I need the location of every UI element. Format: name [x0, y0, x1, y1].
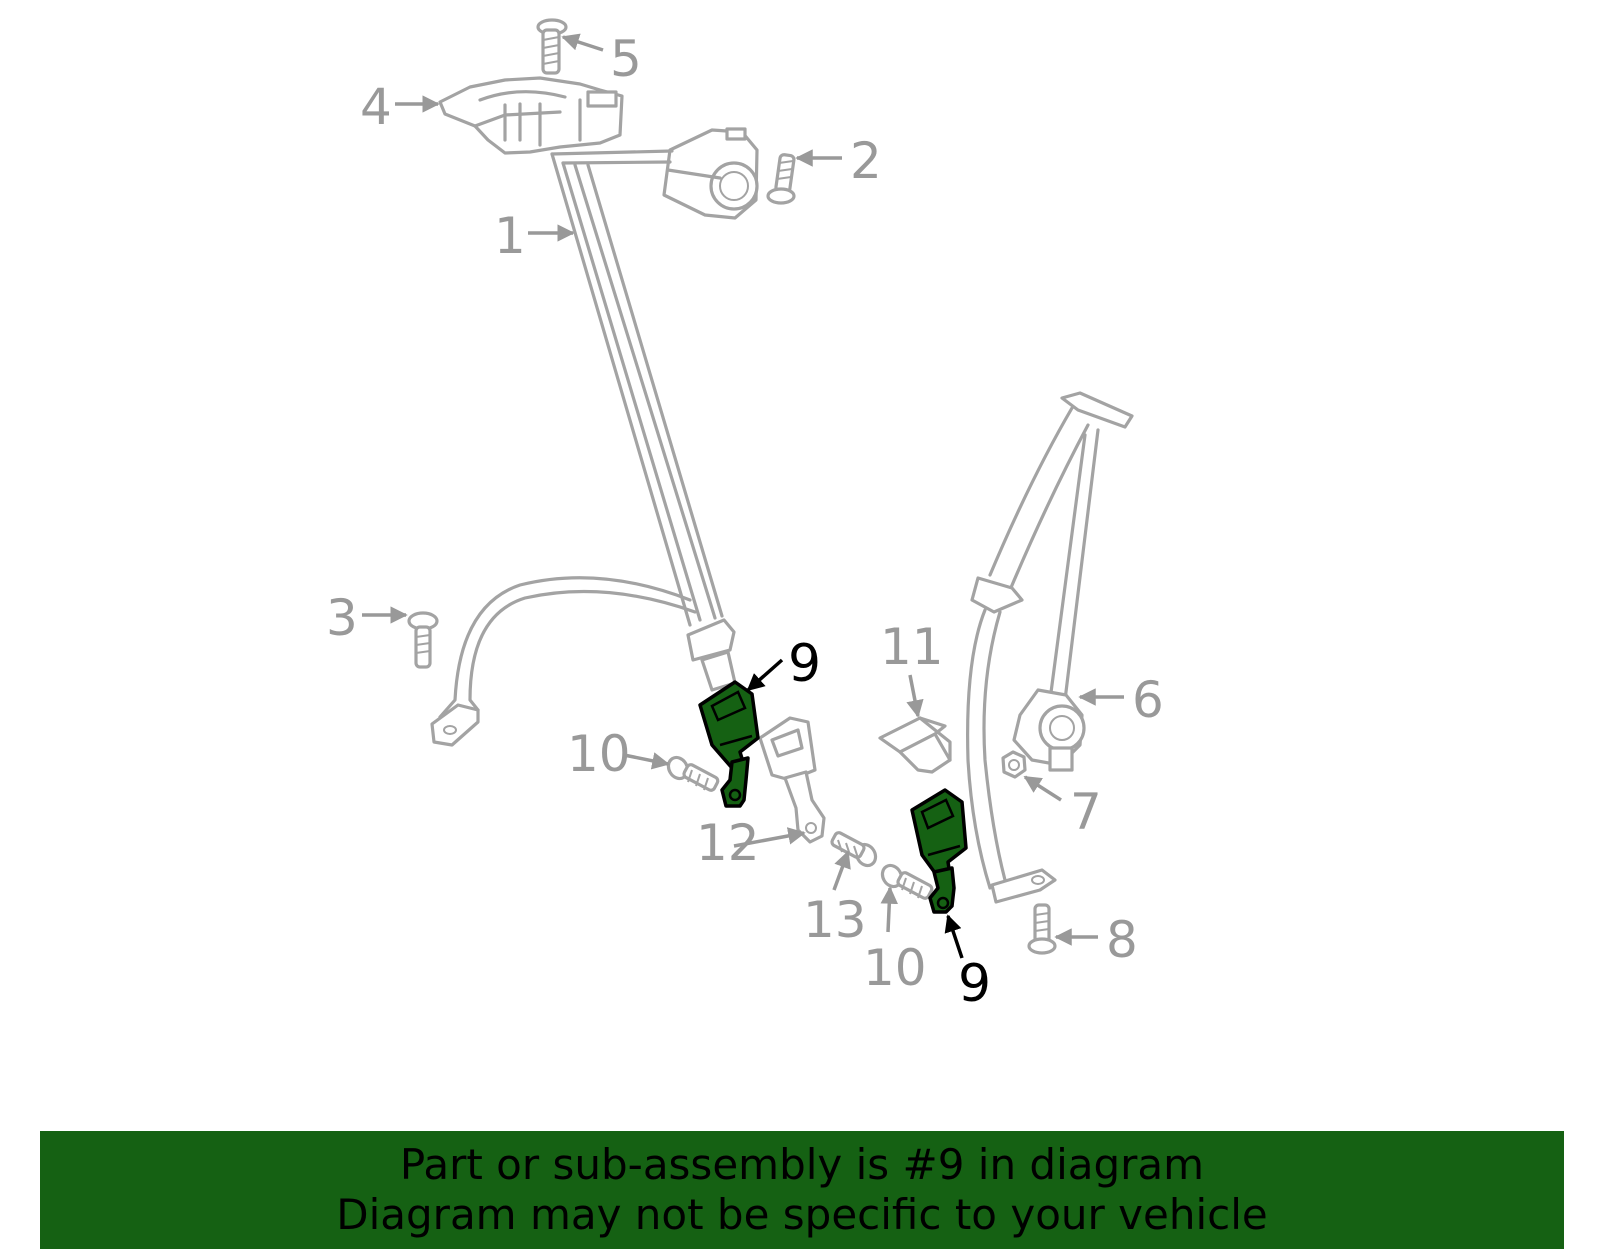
buckle-9-lower — [910, 788, 968, 914]
callout-5: 5 — [610, 30, 642, 88]
buckle-9-upper — [698, 680, 760, 808]
anchor-bracket-4 — [438, 76, 624, 155]
bolt-10a — [666, 755, 720, 792]
bracket-11 — [878, 716, 952, 774]
seat-belt-1 — [430, 127, 759, 747]
bolt-3 — [407, 611, 439, 669]
callout-8: 8 — [1106, 911, 1138, 969]
callout-1: 1 — [494, 207, 526, 265]
callout-10-left: 10 — [567, 725, 631, 783]
bolt-5 — [536, 18, 568, 75]
callout-3: 3 — [326, 589, 358, 647]
callout-labels: 5 4 2 1 3 9 11 6 10 7 12 13 8 10 9 — [326, 30, 1164, 1014]
info-banner: Part or sub-assembly is #9 in diagram Di… — [40, 1131, 1564, 1249]
nut-7 — [1001, 750, 1027, 779]
callout-9-lower: 9 — [958, 954, 991, 1014]
callout-13: 13 — [803, 891, 867, 949]
leader-lines — [362, 33, 1124, 959]
callout-6: 6 — [1132, 671, 1164, 729]
bolt-2 — [766, 153, 796, 205]
callout-9-upper: 9 — [788, 634, 821, 694]
bolt-13 — [830, 831, 878, 868]
callout-2: 2 — [850, 132, 882, 190]
bolt-10b — [880, 863, 934, 900]
buckle-12 — [758, 716, 826, 844]
callout-10-right: 10 — [863, 939, 927, 997]
seat-belt-6 — [966, 391, 1134, 904]
callout-11: 11 — [880, 618, 944, 676]
callout-7: 7 — [1070, 783, 1102, 841]
banner-line-disclaimer: Diagram may not be specific to your vehi… — [336, 1190, 1268, 1239]
banner-line-part: Part or sub-assembly is #9 in diagram — [399, 1140, 1205, 1189]
callout-12: 12 — [696, 814, 760, 872]
bolt-8 — [1027, 903, 1057, 955]
callout-4: 4 — [360, 78, 392, 136]
